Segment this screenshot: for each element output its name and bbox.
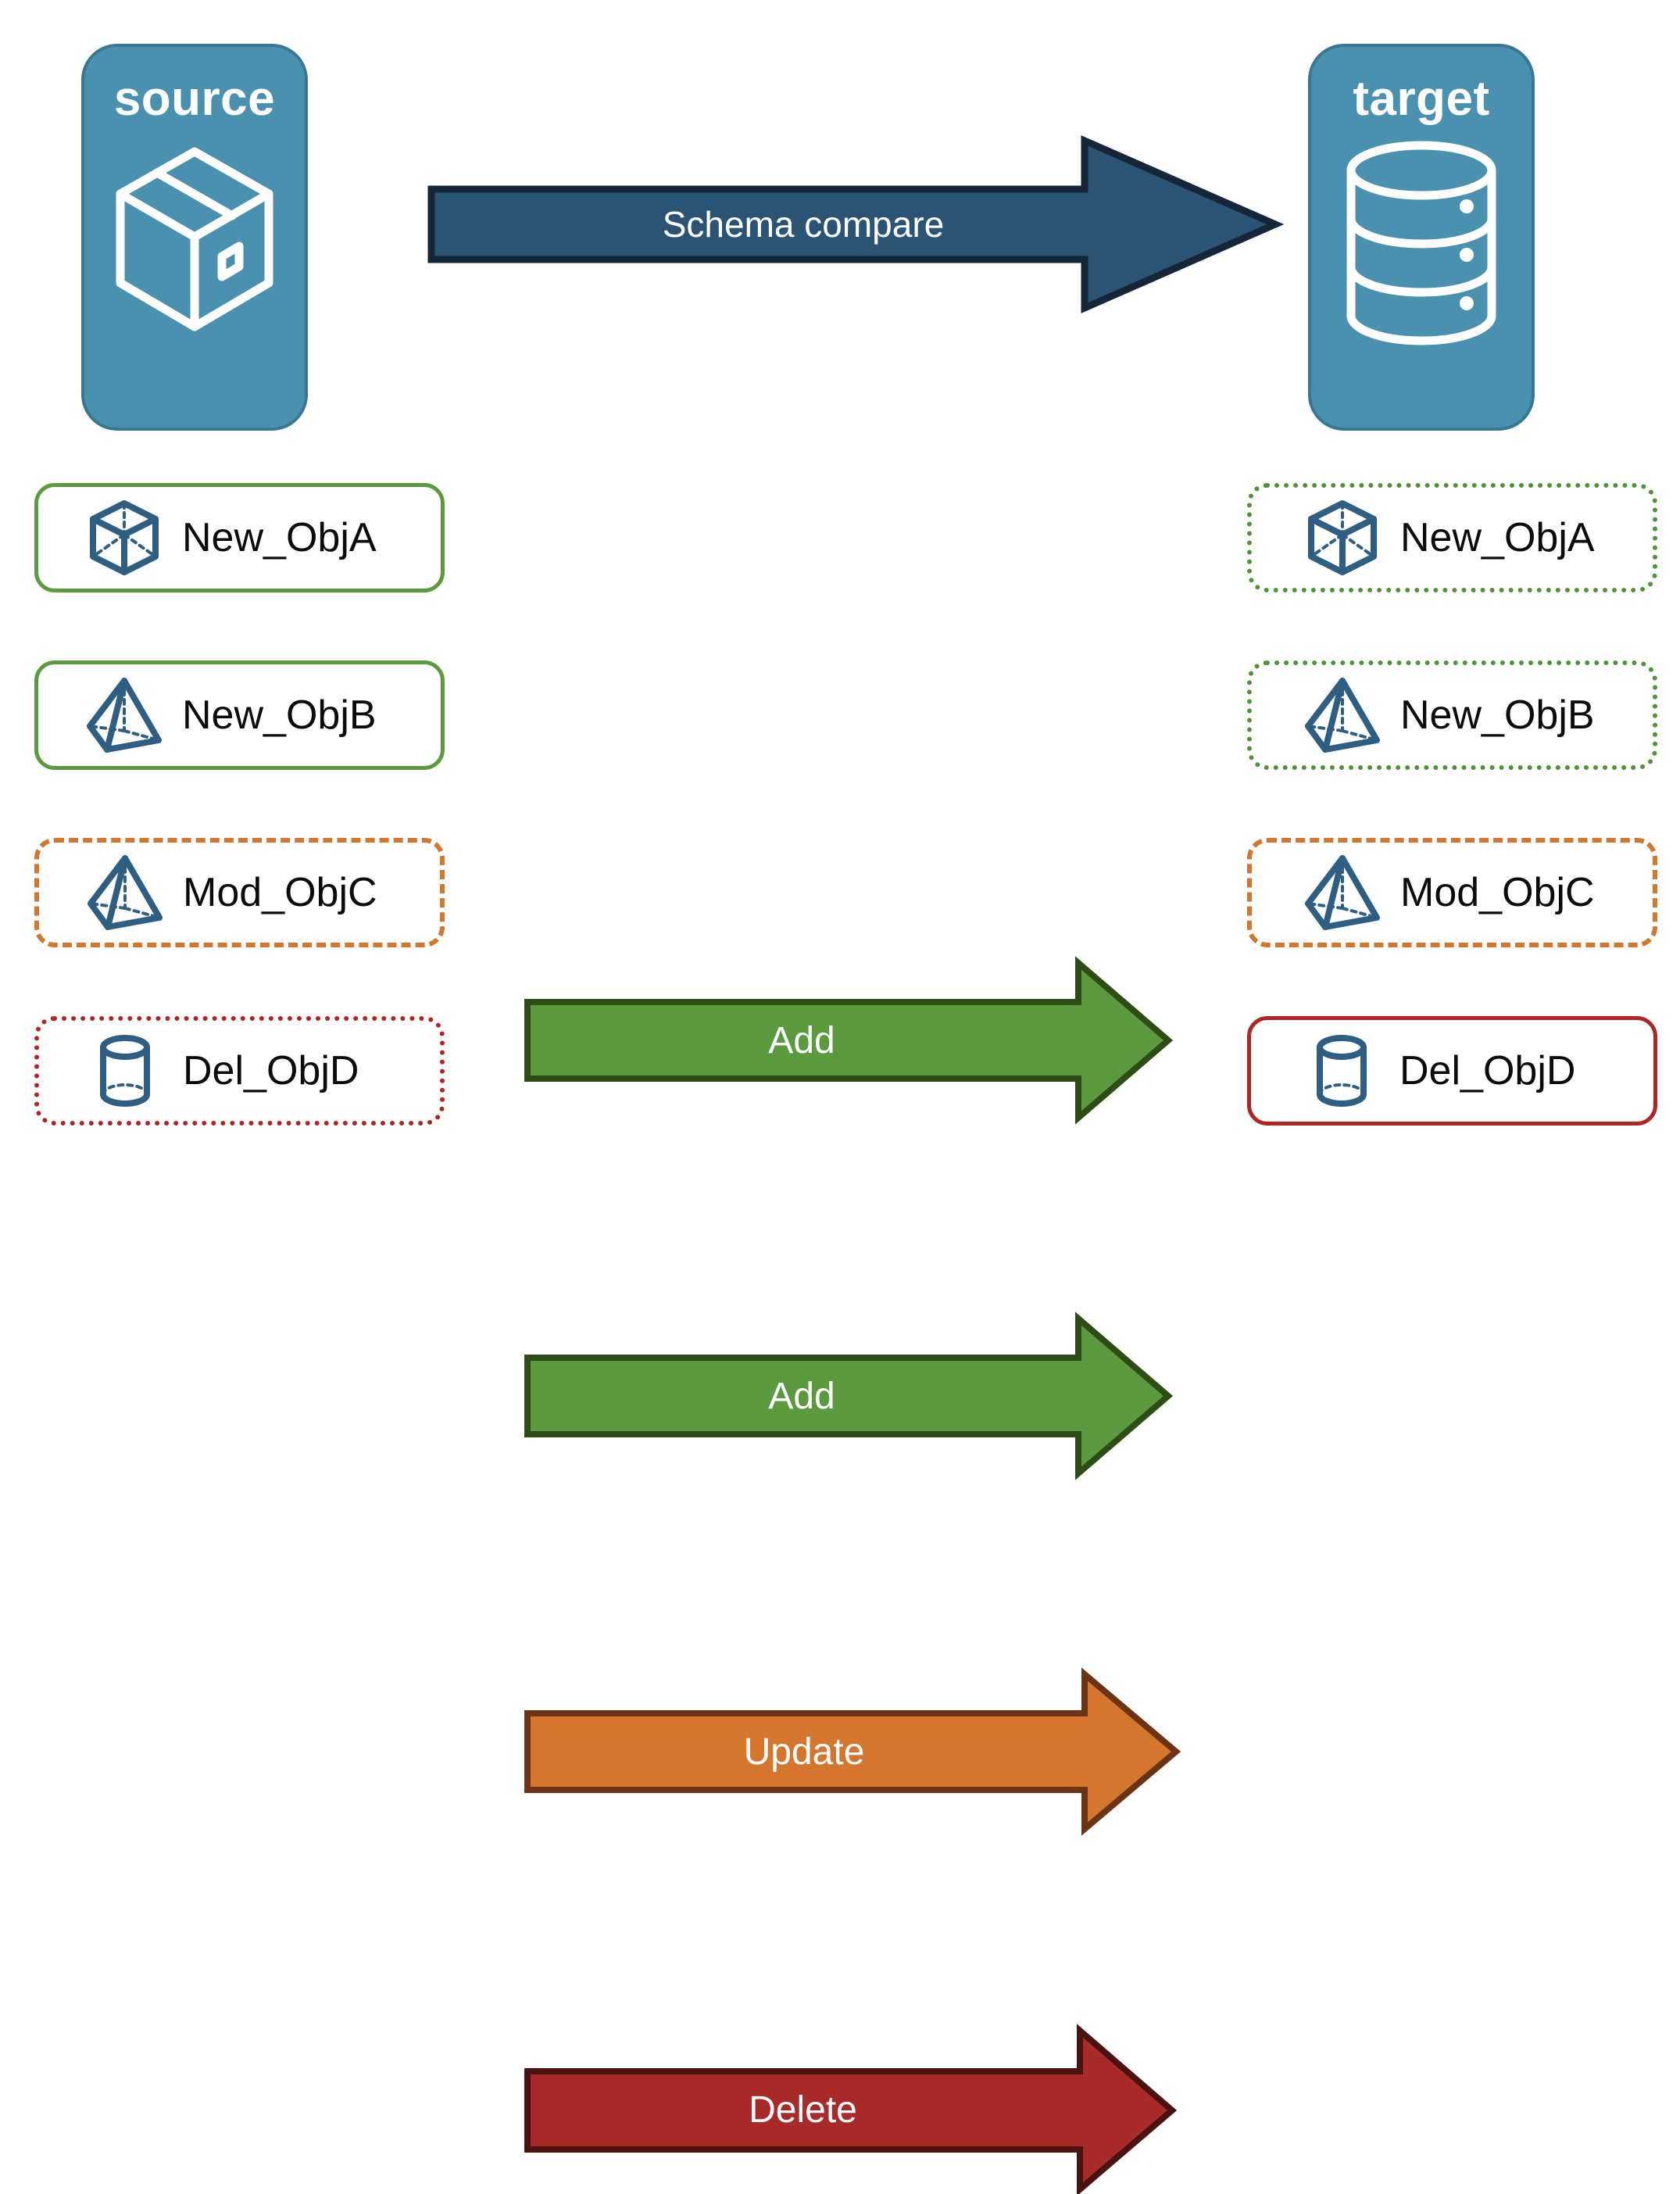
- target-object-box[interactable]: Mod_ObjC: [1247, 838, 1657, 947]
- schema-compare-arrow: Schema compare: [427, 134, 1285, 314]
- target-object-label: New_ObjA: [1400, 515, 1595, 560]
- source-object-label: Del_ObjD: [183, 1048, 359, 1093]
- target-object-label: Del_ObjD: [1399, 1048, 1576, 1093]
- pyramid-wireframe-icon: [80, 671, 168, 759]
- pyramid-wireframe-icon: [81, 849, 169, 936]
- pyramid-wireframe-icon: [1299, 671, 1386, 759]
- package-box-icon: [84, 138, 305, 341]
- source-object-box[interactable]: New_ObjA: [34, 483, 445, 592]
- action-arrow-add: Add: [524, 956, 1174, 1125]
- target-label: target: [1353, 72, 1490, 126]
- source-object-box[interactable]: Del_ObjD: [34, 1016, 445, 1126]
- target-endpoint-card: target: [1308, 44, 1535, 431]
- cylinder-wireframe-icon: [1298, 1027, 1385, 1115]
- target-object-label: New_ObjB: [1400, 693, 1595, 738]
- source-object-box[interactable]: New_ObjB: [34, 660, 445, 770]
- source-object-label: New_ObjB: [182, 693, 377, 738]
- database-cylinder-icon: [1311, 138, 1532, 349]
- pyramid-wireframe-icon: [1299, 849, 1386, 936]
- cylinder-wireframe-icon: [81, 1027, 169, 1115]
- action-arrow-update: Update: [524, 1667, 1181, 1836]
- source-endpoint-card: source: [81, 44, 308, 431]
- action-arrow-delete: Delete: [524, 2024, 1178, 2194]
- source-object-box[interactable]: Mod_ObjC: [34, 838, 445, 947]
- cube-wireframe-icon: [80, 494, 168, 582]
- cube-wireframe-icon: [1299, 494, 1386, 582]
- source-label: source: [113, 72, 276, 126]
- target-object-box[interactable]: New_ObjB: [1247, 660, 1657, 770]
- source-object-label: New_ObjA: [182, 515, 377, 560]
- action-arrow-add: Add: [524, 1312, 1174, 1480]
- target-object-box[interactable]: Del_ObjD: [1247, 1016, 1657, 1126]
- target-object-label: Mod_ObjC: [1400, 870, 1595, 915]
- source-object-label: Mod_ObjC: [183, 870, 377, 915]
- target-object-box[interactable]: New_ObjA: [1247, 483, 1657, 592]
